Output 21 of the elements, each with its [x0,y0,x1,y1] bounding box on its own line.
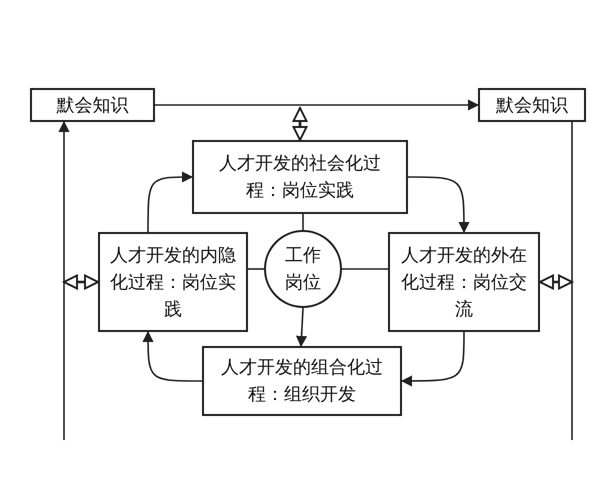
connector-line [302,214,304,230]
arrow [58,120,70,440]
process-box: 默会知识 [30,88,155,122]
process-box: 人才开发的外在化过程：岗位交流 [388,232,540,332]
center-circle-node: 工作岗位 [264,230,342,308]
curved-arrow [147,171,194,232]
double-arrow [63,274,99,290]
arrow [155,99,480,111]
curved-arrow [142,330,202,382]
process-box: 人才开发的内隐化过程：岗位实践 [98,232,248,332]
arrow [296,308,308,348]
connector-line [248,268,264,270]
process-box: 默会知识 [478,88,586,122]
process-box: 人才开发的组合化过程：组织开发 [202,346,402,416]
curved-arrow [408,176,470,234]
double-arrow [539,274,573,290]
curved-arrow [400,332,465,387]
connector-line [342,268,388,270]
connector-line [571,122,573,440]
process-box: 人才开发的社会化过程：岗位实践 [192,140,408,214]
double-arrow [292,107,308,141]
